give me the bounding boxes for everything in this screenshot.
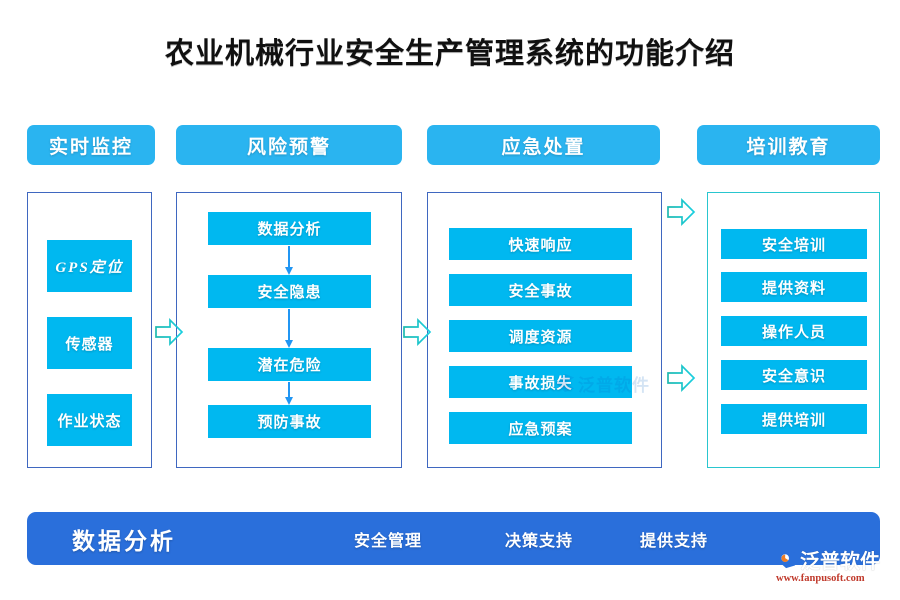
item-label: 操作人员 xyxy=(761,324,826,341)
flow-down-arrow-icon xyxy=(284,382,293,405)
item-label: 数据分析 xyxy=(257,222,322,238)
item-box[interactable]: GPS定位 xyxy=(47,240,132,292)
item-label: 预防事故 xyxy=(257,415,322,431)
flow-down-arrow-icon xyxy=(284,246,293,275)
item-label: 事故损失 xyxy=(508,375,573,392)
flow-down-arrow-icon xyxy=(284,309,293,348)
item-label: 作业状态 xyxy=(57,413,122,430)
item-box[interactable]: 提供培训 xyxy=(721,404,867,434)
item-box[interactable]: 数据分析 xyxy=(208,212,371,245)
right-block-arrow-icon xyxy=(154,316,184,348)
item-label: 安全培训 xyxy=(761,237,826,254)
item-label: 提供培训 xyxy=(761,412,826,429)
right-block-arrow-icon xyxy=(666,362,696,394)
brand-url: www.fanpusoft.com xyxy=(776,573,865,584)
item-box[interactable]: 传感器 xyxy=(47,317,132,369)
item-box[interactable]: 预防事故 xyxy=(208,405,371,438)
item-box[interactable]: 潜在危险 xyxy=(208,348,371,381)
column-header-label: 风险预警 xyxy=(246,136,331,158)
item-label: 提供资料 xyxy=(761,280,826,297)
item-label: 传感器 xyxy=(65,336,114,353)
item-box[interactable]: 快速响应 xyxy=(449,228,632,260)
bottom-bar-item[interactable]: 提供支持 xyxy=(640,532,709,550)
column-header-training-education[interactable]: 培训教育 xyxy=(697,125,880,165)
item-box[interactable]: 作业状态 xyxy=(47,394,132,446)
item-label: 潜在危险 xyxy=(257,358,322,374)
column-header-realtime-monitoring[interactable]: 实时监控 xyxy=(27,125,155,165)
item-label: 安全事故 xyxy=(508,283,573,300)
item-box[interactable]: 调度资源 xyxy=(449,320,632,352)
item-label: 快速响应 xyxy=(508,237,573,254)
item-label: GPS定位 xyxy=(55,259,124,276)
item-box[interactable]: 安全培训 xyxy=(721,229,867,259)
bottom-bar-item[interactable]: 安全管理 xyxy=(354,532,423,550)
column-header-label: 培训教育 xyxy=(746,136,831,158)
bottom-bar-item[interactable]: 决策支持 xyxy=(505,532,574,550)
right-block-arrow-icon xyxy=(666,196,696,228)
item-box[interactable]: 事故损失 xyxy=(449,366,632,398)
bottom-summary-bar[interactable]: 数据分析 安全管理 决策支持 提供支持 xyxy=(27,512,880,565)
item-box[interactable]: 应急预案 xyxy=(449,412,632,444)
column-header-label: 应急处置 xyxy=(501,136,586,158)
item-box[interactable]: 安全事故 xyxy=(449,274,632,306)
item-box[interactable]: 安全隐患 xyxy=(208,275,371,308)
item-box[interactable]: 提供资料 xyxy=(721,272,867,302)
item-label: 安全意识 xyxy=(761,368,826,385)
column-header-risk-warning[interactable]: 风险预警 xyxy=(176,125,402,165)
item-label: 应急预案 xyxy=(508,421,573,438)
column-header-label: 实时监控 xyxy=(48,136,133,158)
page-title: 农业机械行业安全生产管理系统的功能介绍 xyxy=(164,38,735,70)
right-block-arrow-icon xyxy=(402,316,432,348)
item-box[interactable]: 操作人员 xyxy=(721,316,867,346)
item-label: 安全隐患 xyxy=(257,285,322,301)
item-label: 调度资源 xyxy=(508,329,573,346)
item-box[interactable]: 安全意识 xyxy=(721,360,867,390)
column-header-emergency-response[interactable]: 应急处置 xyxy=(427,125,660,165)
bottom-bar-item-primary[interactable]: 数据分析 xyxy=(72,528,176,554)
